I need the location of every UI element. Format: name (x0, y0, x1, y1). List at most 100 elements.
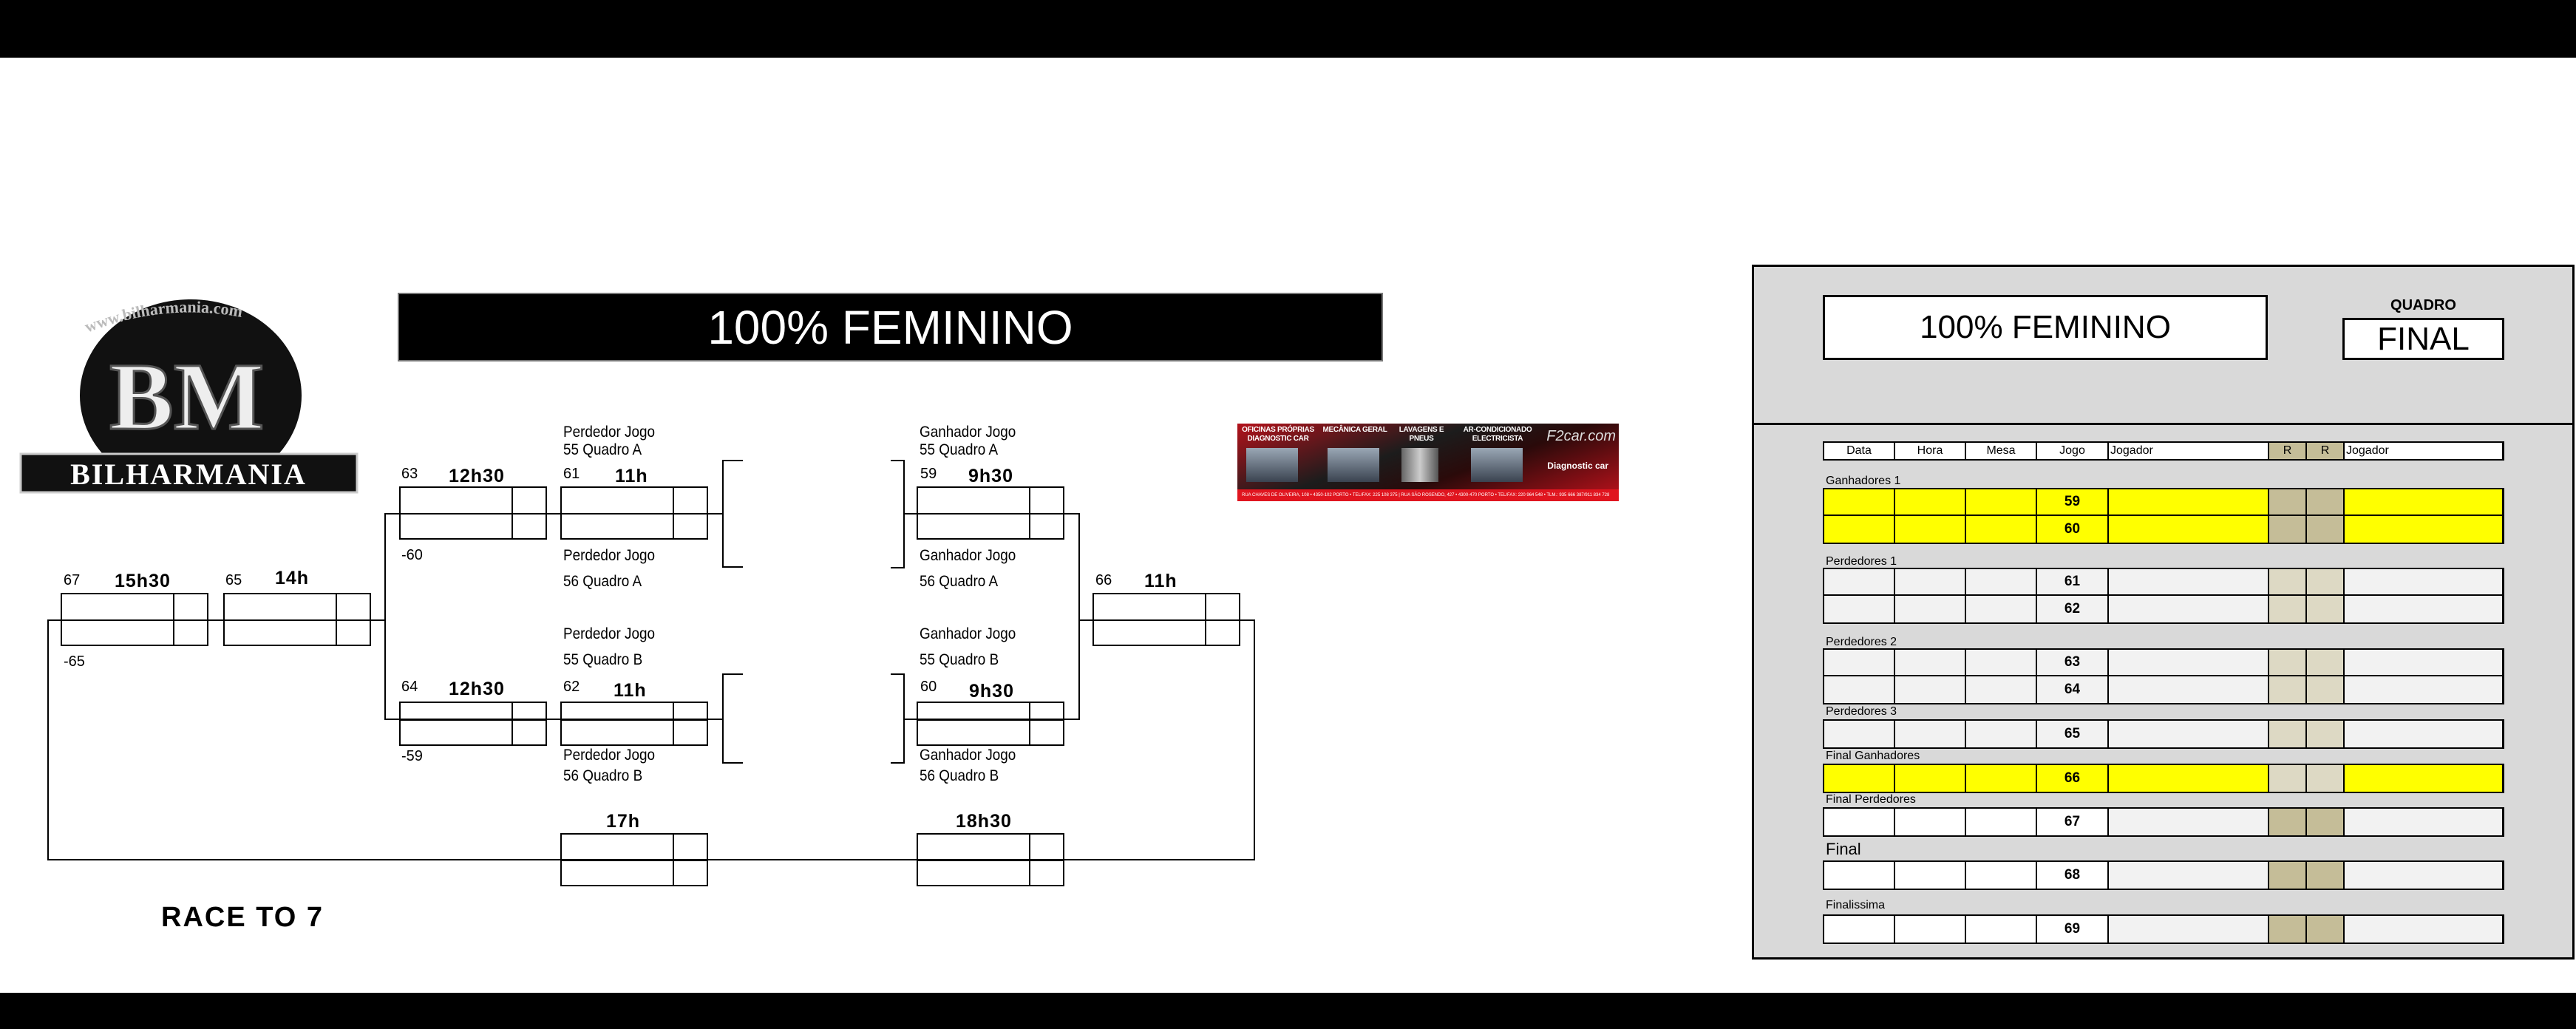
match-box-67[interactable] (61, 593, 208, 646)
date-cell[interactable] (1824, 916, 1895, 943)
match-box-65[interactable] (223, 593, 371, 646)
player2-cell[interactable] (2345, 916, 2502, 943)
player1-cell[interactable] (2109, 809, 2269, 835)
score2-cell[interactable] (2307, 721, 2345, 747)
player1-cell[interactable] (2109, 596, 2269, 622)
match-box-66[interactable] (1092, 593, 1240, 646)
score1-cell[interactable] (2269, 809, 2307, 835)
date-cell[interactable] (1824, 721, 1895, 747)
hour-cell[interactable] (1895, 721, 1966, 747)
player2-cell[interactable] (2345, 650, 2502, 675)
player2-cell[interactable] (2345, 489, 2502, 514)
player1-cell[interactable] (2109, 721, 2269, 747)
match-box-60[interactable] (917, 702, 1064, 746)
score2-cell[interactable] (2307, 650, 2345, 675)
game-cell: 63 (2037, 650, 2109, 675)
date-cell[interactable] (1824, 650, 1895, 675)
player2-cell[interactable] (2345, 516, 2502, 543)
player1-cell[interactable] (2109, 916, 2269, 943)
source-label: Perdedor Jogo (563, 547, 655, 564)
score1-cell[interactable] (2269, 596, 2307, 622)
hour-cell[interactable] (1895, 569, 1966, 594)
match-box-69[interactable] (917, 833, 1064, 886)
table-cell[interactable] (1966, 916, 2037, 943)
player2-cell[interactable] (2345, 862, 2502, 889)
player1-cell[interactable] (2109, 516, 2269, 543)
hour-cell[interactable] (1895, 862, 1966, 889)
player2-cell[interactable] (2345, 596, 2502, 622)
match-box-59[interactable] (917, 486, 1064, 540)
match-box-64[interactable] (399, 702, 547, 746)
player2-cell[interactable] (2345, 765, 2502, 792)
score1-cell[interactable] (2269, 489, 2307, 514)
score2-cell[interactable] (2307, 809, 2345, 835)
table-cell[interactable] (1966, 721, 2037, 747)
match-box-63[interactable] (399, 486, 547, 540)
col-header: Jogo (2037, 443, 2109, 459)
score1-cell[interactable] (2269, 721, 2307, 747)
source-label: Ganhador Jogo (920, 547, 1016, 564)
section-table: 68 (1823, 860, 2504, 890)
hour-cell[interactable] (1895, 650, 1966, 675)
source-label: 56 Quadro A (563, 573, 642, 590)
game-number: 67 (64, 572, 81, 588)
date-cell[interactable] (1824, 862, 1895, 889)
table-cell[interactable] (1966, 862, 2037, 889)
hour-cell[interactable] (1895, 596, 1966, 622)
match-box-68[interactable] (560, 833, 708, 886)
tires-photo (1401, 448, 1438, 482)
player1-cell[interactable] (2109, 862, 2269, 889)
hour-cell[interactable] (1895, 489, 1966, 514)
date-cell[interactable] (1824, 569, 1895, 594)
table-cell[interactable] (1966, 569, 2037, 594)
player2-cell[interactable] (2345, 721, 2502, 747)
hour-cell[interactable] (1895, 916, 1966, 943)
player1-cell[interactable] (2109, 650, 2269, 675)
table-cell[interactable] (1966, 489, 2037, 514)
match-box-61[interactable] (560, 486, 708, 540)
player1-cell[interactable] (2109, 765, 2269, 792)
player2-cell[interactable] (2345, 809, 2502, 835)
hour-cell[interactable] (1895, 676, 1966, 703)
table-cell[interactable] (1966, 676, 2037, 703)
date-cell[interactable] (1824, 676, 1895, 703)
score1-cell[interactable] (2269, 650, 2307, 675)
date-cell[interactable] (1824, 596, 1895, 622)
score1-cell[interactable] (2269, 569, 2307, 594)
date-cell[interactable] (1824, 765, 1895, 792)
score1-cell[interactable] (2269, 765, 2307, 792)
score2-cell[interactable] (2307, 489, 2345, 514)
score2-cell[interactable] (2307, 676, 2345, 703)
game-cell: 67 (2037, 809, 2109, 835)
score2-cell[interactable] (2307, 596, 2345, 622)
player2-cell[interactable] (2345, 676, 2502, 703)
score1-cell[interactable] (2269, 676, 2307, 703)
table-cell[interactable] (1966, 765, 2037, 792)
score2-cell[interactable] (2307, 765, 2345, 792)
player1-cell[interactable] (2109, 676, 2269, 703)
date-cell[interactable] (1824, 516, 1895, 543)
player2-cell[interactable] (2345, 569, 2502, 594)
hour-cell[interactable] (1895, 516, 1966, 543)
table-cell[interactable] (1966, 809, 2037, 835)
date-cell[interactable] (1824, 809, 1895, 835)
match-box-62[interactable] (560, 702, 708, 746)
score1-cell[interactable] (2269, 916, 2307, 943)
source-label: 56 Quadro B (563, 767, 643, 784)
score2-cell[interactable] (2307, 516, 2345, 543)
col-header: R (2269, 443, 2307, 459)
sponsor-banner[interactable]: OFICINAS PRÓPRIAS DIAGNOSTIC CAR MECÂNIC… (1237, 424, 1619, 501)
table-cell[interactable] (1966, 516, 2037, 543)
table-cell[interactable] (1966, 650, 2037, 675)
score2-cell[interactable] (2307, 862, 2345, 889)
date-cell[interactable] (1824, 489, 1895, 514)
table-cell[interactable] (1966, 596, 2037, 622)
player1-cell[interactable] (2109, 569, 2269, 594)
score2-cell[interactable] (2307, 569, 2345, 594)
score2-cell[interactable] (2307, 916, 2345, 943)
hour-cell[interactable] (1895, 765, 1966, 792)
hour-cell[interactable] (1895, 809, 1966, 835)
score1-cell[interactable] (2269, 862, 2307, 889)
score1-cell[interactable] (2269, 516, 2307, 543)
player1-cell[interactable] (2109, 489, 2269, 514)
